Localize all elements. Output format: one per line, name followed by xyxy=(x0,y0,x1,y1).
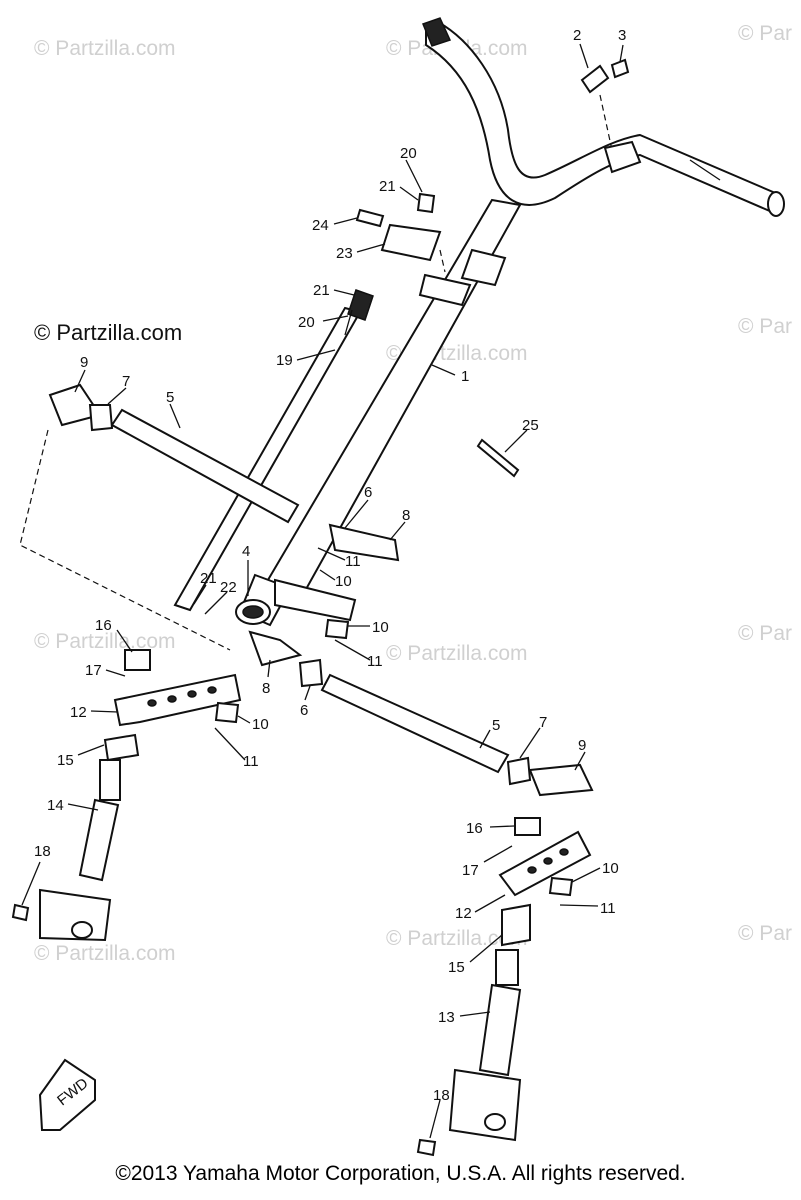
watermark: © Partzilla.com xyxy=(34,942,176,965)
callout-15: 15 xyxy=(448,959,465,976)
callout-7: 7 xyxy=(122,373,130,390)
callout-24: 24 xyxy=(312,217,329,234)
handlebar-clamp xyxy=(580,58,642,174)
bolt-25 xyxy=(476,438,520,478)
callout-3: 3 xyxy=(618,27,626,44)
callouts: 1 2 3 4 5 5 6 6 7 7 8 8 9 9 10 10 10 10 xyxy=(21,27,626,1139)
knuckle-arm-right xyxy=(498,817,592,897)
callout-11: 11 xyxy=(600,900,616,917)
callout-2: 2 xyxy=(573,27,581,44)
knuckle-arm-left xyxy=(113,649,242,727)
callout-5: 5 xyxy=(492,717,500,734)
callout-9: 9 xyxy=(80,354,88,371)
fwd-mark: FWD xyxy=(38,1058,96,1131)
spindle-left xyxy=(11,733,140,942)
callout-11: 11 xyxy=(345,553,361,570)
callout-20: 20 xyxy=(400,145,417,162)
callout-10: 10 xyxy=(602,860,619,877)
callout-21: 21 xyxy=(379,178,396,195)
watermark: © Partzilla.com xyxy=(386,642,528,665)
callout-16: 16 xyxy=(466,820,483,837)
callout-12: 12 xyxy=(70,704,87,721)
callout-22: 22 xyxy=(220,579,237,596)
callout-6: 6 xyxy=(364,484,372,501)
watermark: © Partzilla.com xyxy=(34,37,176,60)
handlebar xyxy=(235,17,785,627)
callout-10: 10 xyxy=(372,619,389,636)
callout-7: 7 xyxy=(539,714,547,731)
callout-10: 10 xyxy=(252,716,269,733)
callout-16: 16 xyxy=(95,617,112,634)
watermark-primary: © Partzilla.com xyxy=(34,320,182,345)
callout-23: 23 xyxy=(336,245,353,262)
callout-1: 1 xyxy=(461,368,469,385)
watermark: © Partzilla.com xyxy=(34,630,176,653)
callout-19: 19 xyxy=(276,352,293,369)
callout-5: 5 xyxy=(166,389,174,406)
callout-18: 18 xyxy=(34,843,51,860)
callout-13: 13 xyxy=(438,1009,455,1026)
spindle-right xyxy=(416,903,531,1157)
callout-20: 20 xyxy=(298,314,315,331)
callout-25: 25 xyxy=(522,417,539,434)
tie-rod xyxy=(173,289,374,612)
watermark: © Par xyxy=(738,315,792,338)
callout-12: 12 xyxy=(455,905,472,922)
callout-9: 9 xyxy=(578,737,586,754)
pitman-arm xyxy=(248,523,400,667)
callout-17: 17 xyxy=(462,862,479,879)
watermark: © Par xyxy=(738,922,792,945)
upper-clamp xyxy=(355,192,446,273)
copyright-notice: ©2013 Yamaha Motor Corporation, U.S.A. A… xyxy=(115,1162,686,1185)
watermark: © Partzilla.com xyxy=(386,927,528,950)
callout-21: 21 xyxy=(200,570,217,587)
callout-4: 4 xyxy=(242,543,250,560)
callout-14: 14 xyxy=(47,797,64,814)
callout-18: 18 xyxy=(433,1087,450,1104)
callout-8: 8 xyxy=(402,507,410,524)
tie-rod-left xyxy=(19,383,300,651)
callout-15: 15 xyxy=(57,752,74,769)
watermark: © Par xyxy=(738,622,792,645)
callout-10: 10 xyxy=(335,573,352,590)
tie-rod-right xyxy=(298,658,594,797)
callout-21: 21 xyxy=(313,282,330,299)
callout-8: 8 xyxy=(262,680,270,697)
callout-11: 11 xyxy=(367,653,383,670)
watermark: © Par xyxy=(738,22,792,45)
callout-11: 11 xyxy=(243,753,259,770)
callout-17: 17 xyxy=(85,662,102,679)
callout-6: 6 xyxy=(300,702,308,719)
